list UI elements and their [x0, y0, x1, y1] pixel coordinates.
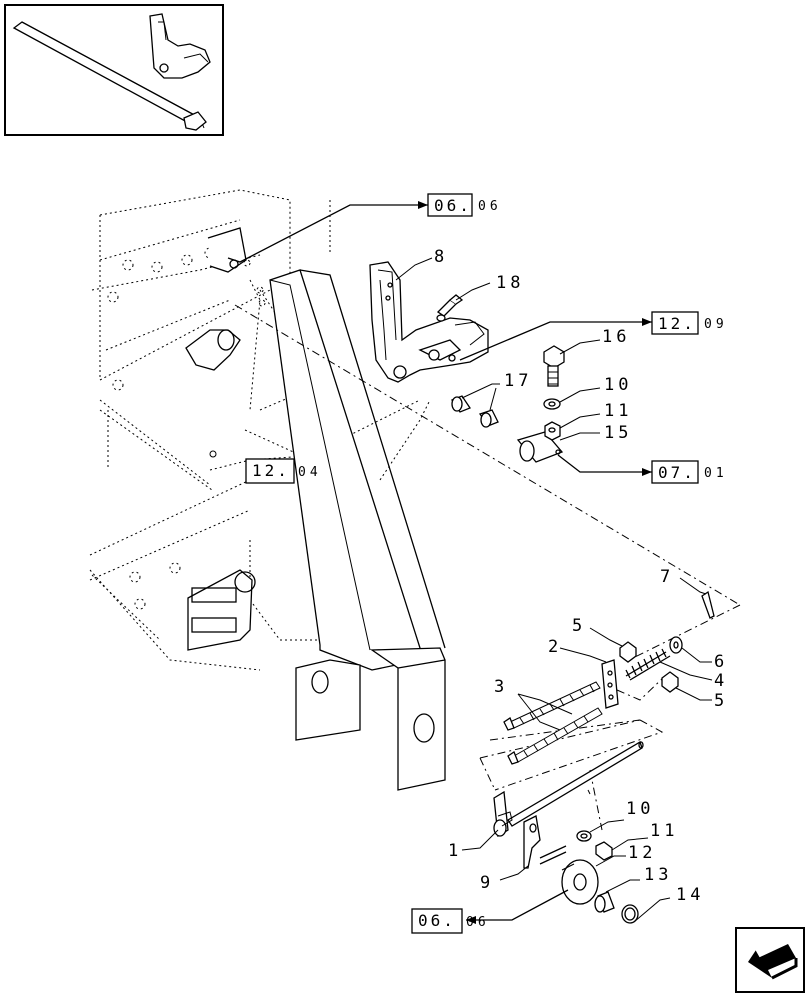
- parts-10-14-lower: [561, 830, 639, 924]
- upright-beam: [185, 227, 446, 791]
- callout-1: 1: [448, 841, 462, 861]
- ref-main-text: 06.: [418, 911, 456, 930]
- part-16-bolt: [543, 345, 565, 387]
- callout-10-upper: 10: [604, 375, 632, 395]
- ref-sub-text: 04: [298, 465, 322, 480]
- reference-07-01[interactable]: 07. 01: [651, 460, 728, 484]
- callout-9: 9: [480, 873, 494, 893]
- callout-11-lower: 11: [650, 821, 678, 841]
- part-4-spring: [625, 648, 671, 681]
- parts-10-11-upper: [543, 398, 561, 441]
- part-7-split-pin: [701, 590, 715, 619]
- ref-sub-text: 09: [704, 317, 728, 332]
- ref-main-text: 12.: [658, 314, 696, 333]
- reference-06-06-top[interactable]: 06. 06: [427, 193, 502, 217]
- callout-17: 17: [504, 371, 532, 391]
- overview-thumbnail: [4, 4, 224, 136]
- callout-3: 3: [494, 677, 508, 697]
- part-17-bushings: [451, 395, 499, 428]
- ref-main-text: 12.: [252, 461, 290, 480]
- callout-labels: 1 2 3 4 5 5 6 7 8 9 10 10 11 11 12 13 14…: [434, 247, 728, 905]
- callout-11-upper: 11: [604, 401, 632, 421]
- callout-7: 7: [660, 567, 674, 587]
- callout-4: 4: [714, 671, 728, 691]
- next-page-arrow-icon[interactable]: [735, 927, 805, 993]
- part-2-plate: [601, 659, 619, 709]
- callout-6: 6: [714, 652, 728, 672]
- leader-lines: [227, 201, 713, 924]
- part-3-threaded-rods: [503, 681, 603, 765]
- callout-12: 12: [628, 843, 656, 863]
- part-8-lever: [369, 261, 489, 383]
- callout-8: 8: [434, 247, 448, 267]
- reference-06-06-bottom[interactable]: 06. 06: [411, 908, 490, 934]
- callout-2: 2: [548, 637, 562, 657]
- callout-13: 13: [644, 865, 672, 885]
- ref-sub-text: 06: [478, 199, 502, 214]
- part-1-9-rod-assembly: [493, 741, 644, 869]
- parts-5-6: [619, 636, 683, 693]
- ref-main-text: 06.: [434, 196, 472, 215]
- callout-5-top: 5: [572, 616, 586, 636]
- ref-main-text: 07.: [658, 463, 696, 482]
- ref-sub-text: 06: [466, 915, 490, 930]
- callout-18: 18: [496, 273, 524, 293]
- callout-14: 14: [676, 885, 704, 905]
- callout-5-bottom: 5: [714, 691, 728, 711]
- callout-10-lower: 10: [626, 799, 654, 819]
- reference-12-04[interactable]: 12. 04: [245, 458, 322, 484]
- callout-15: 15: [604, 423, 632, 443]
- callout-16: 16: [602, 327, 630, 347]
- ref-sub-text: 01: [704, 466, 728, 481]
- reference-12-09[interactable]: 12. 09: [651, 311, 728, 335]
